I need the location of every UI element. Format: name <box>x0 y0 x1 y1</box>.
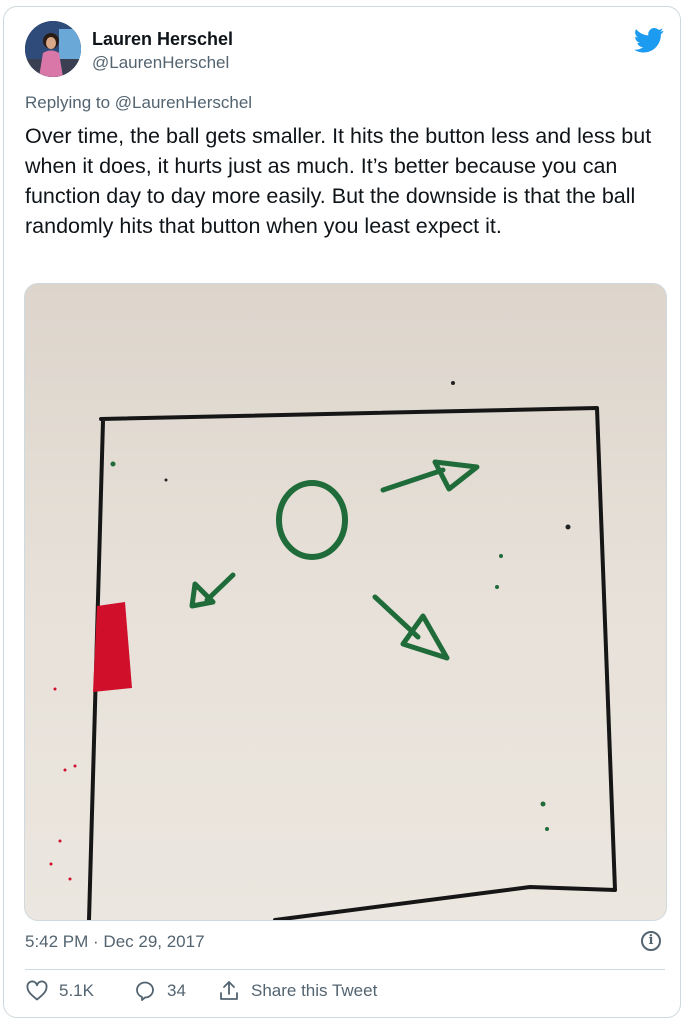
twitter-bird-icon[interactable] <box>632 25 666 55</box>
reply-icon <box>136 981 154 1001</box>
like-button[interactable]: 5.1K <box>25 979 94 1003</box>
tweet-photo[interactable] <box>24 283 667 921</box>
divider <box>25 969 665 970</box>
arrow-right <box>380 459 480 493</box>
info-icon[interactable]: i <box>641 931 661 951</box>
arrow-left <box>189 572 236 609</box>
reply-button[interactable]: 34 <box>133 979 186 1003</box>
like-count: 5.1K <box>59 981 94 1000</box>
timestamp[interactable]: 5:42 PM · Dec 29, 2017 <box>25 932 205 951</box>
reply-count: 34 <box>167 981 186 1000</box>
red-button <box>93 602 132 692</box>
share-button[interactable]: Share this Tweet <box>217 979 377 1003</box>
arrow-down <box>372 594 450 661</box>
replying-to-link[interactable]: @LaurenHerschel <box>114 93 253 112</box>
share-icon <box>220 981 238 1000</box>
author-name[interactable]: Lauren Herschel <box>92 29 234 49</box>
tweet-text: Over time, the ball gets smaller. It hit… <box>25 124 652 238</box>
ball-drawing <box>276 480 348 560</box>
avatar[interactable] <box>25 21 81 77</box>
replying-to: Replying to @LaurenHerschel <box>25 93 252 113</box>
heart-icon <box>26 980 48 1001</box>
share-label: Share this Tweet <box>251 981 378 1000</box>
author-handle[interactable]: @LaurenHerschel <box>92 53 230 72</box>
tweet-card: Lauren Herschel @LaurenHerschel Replying… <box>3 6 681 1018</box>
replying-to-label: Replying to <box>25 93 115 112</box>
